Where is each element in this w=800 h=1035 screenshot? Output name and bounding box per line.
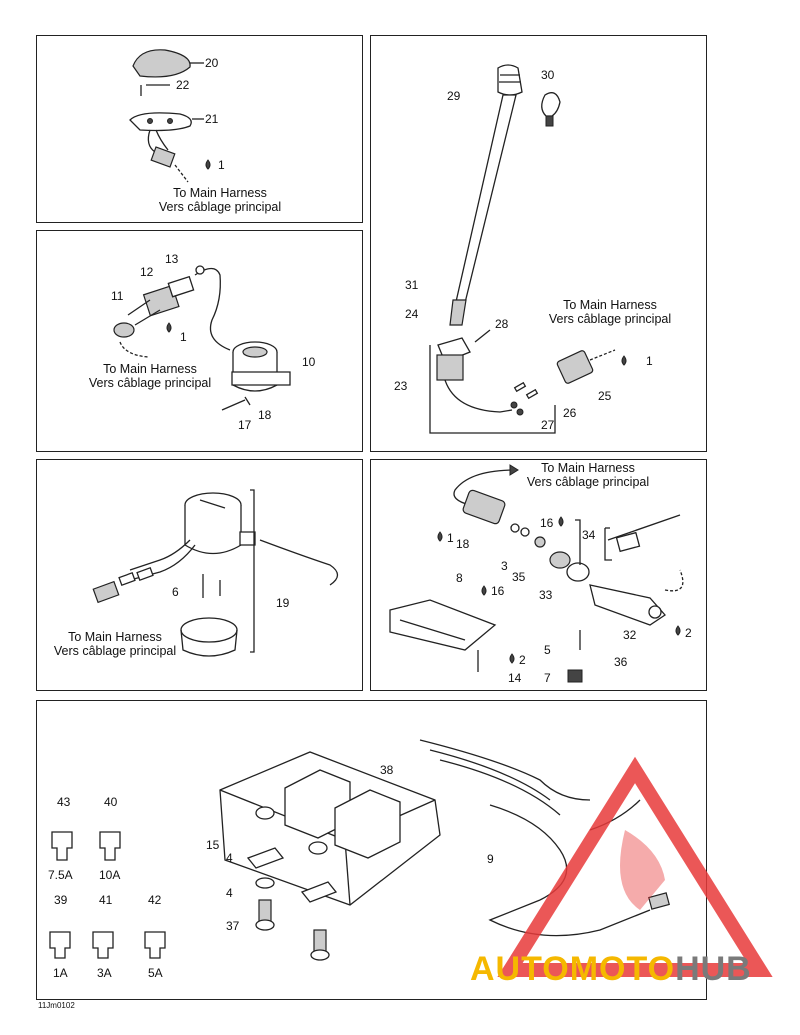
fuse-number: 40 [104,795,118,809]
fuse-number: 42 [148,893,162,907]
fuse-rating: 10A [99,868,121,882]
part-label: 4 [226,886,233,900]
part-label: 1 [180,330,187,344]
panel-fuse-box [36,700,707,1000]
part-label: 5 [544,643,551,657]
part-label: 4 [226,851,233,865]
fuse-rating: 7.5A [48,868,73,882]
part-label: 25 [598,389,612,403]
bilge-pump-drawing [92,489,339,657]
panel-brake-switch [36,230,363,452]
document-code: 11Jm0102 [38,1001,75,1010]
part-label: 16 [491,584,505,598]
fuse-number: 43 [57,795,71,809]
part-label: 35 [512,570,526,584]
part-label: 11 [111,289,124,303]
panel-bilge-pump [36,459,363,691]
part-label: 23 [394,379,408,393]
part-label: 1 [447,531,454,545]
part-label: 27 [541,418,555,432]
fuse-rating: 5A [148,966,163,980]
brake-switch-drawing [113,265,291,411]
throttle-sensor-drawing [389,464,684,683]
fuse-number: 41 [99,893,113,907]
part-label: 22 [176,78,190,92]
antenna-light-drawing [429,64,627,434]
part-label: 30 [541,68,555,82]
part-label: 3 [501,559,508,573]
part-label: 2 [519,653,526,667]
part-label: 16 [540,516,554,530]
part-label: 14 [508,671,522,685]
part-label: 15 [206,838,220,852]
part-label: 6 [172,585,179,599]
part-label: 32 [623,628,637,642]
fuse-number: 39 [54,893,68,907]
panel-throttle-sensor [370,459,707,691]
part-label: 38 [380,763,394,777]
part-label: 1 [646,354,653,368]
part-label: 17 [238,418,252,432]
part-label: 29 [447,89,461,103]
part-label: 1 [218,158,225,172]
fuse-rating: 1A [53,966,68,980]
part-label: 36 [614,655,628,669]
fuse-icons [49,831,166,959]
part-label: 2 [685,626,692,640]
part-label: 18 [456,537,470,551]
part-label: 21 [205,112,219,126]
part-label: 20 [205,56,219,70]
panel-antenna-light [370,35,707,452]
part-label: 31 [405,278,419,292]
part-label: 24 [405,307,419,321]
watermark-text: AUTOMOTOHUB [470,950,752,988]
part-label: 26 [563,406,577,420]
fuse-box-drawing [219,739,670,961]
part-label: 28 [495,317,509,331]
part-label: 18 [258,408,272,422]
panel-turn-signal [36,35,363,223]
part-label: 33 [539,588,553,602]
part-label: 10 [302,355,316,369]
watermark-logo [497,756,773,977]
part-label: 7 [544,671,551,685]
part-label: 19 [276,596,290,610]
part-label: 8 [456,571,463,585]
part-label: 9 [487,852,494,866]
part-label: 34 [582,528,596,542]
part-label: 13 [165,252,179,266]
part-label: 37 [226,919,240,933]
part-label: 12 [140,265,154,279]
fuse-rating: 3A [97,966,112,980]
turn-signal-drawing [129,49,211,183]
